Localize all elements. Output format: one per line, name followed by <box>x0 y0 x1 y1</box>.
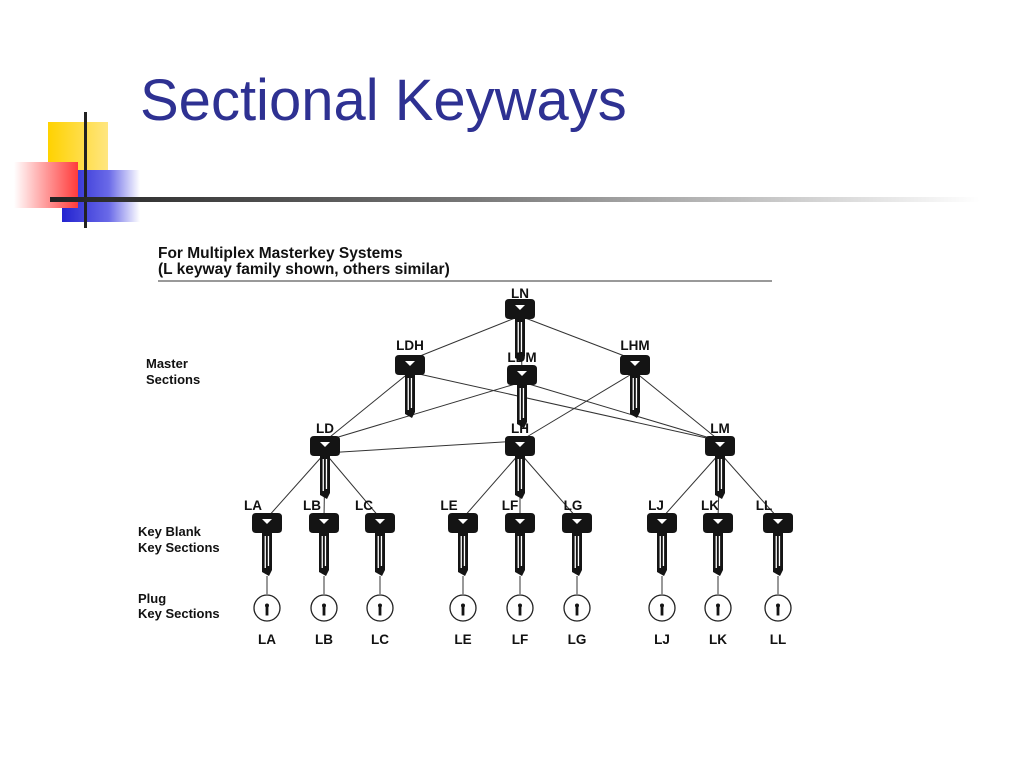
keyway-hierarchy-diagram: For Multiplex Masterkey Systems (L keywa… <box>138 245 793 647</box>
edge-ldh-lm <box>409 371 721 442</box>
edge-ld-la <box>266 452 326 519</box>
key-ld: LD <box>310 421 340 499</box>
key-lg: LG <box>562 498 592 576</box>
key-icon <box>562 513 592 576</box>
key-icon <box>448 513 478 576</box>
key-icon <box>763 513 793 576</box>
key-ln: LN <box>505 286 535 362</box>
key-label-lk: LK <box>701 498 719 513</box>
edge-lh-le <box>462 452 521 519</box>
key-label-lh: LH <box>511 421 529 436</box>
row-label-blank-2: Key Sections <box>138 540 220 555</box>
plug-lc-icon <box>366 594 394 622</box>
edge-ld-lh <box>324 440 521 454</box>
plug-la-icon <box>253 594 281 622</box>
key-nodes: LN LDH LDM LHM LD LH LM LA LB LC LE LF LG LJ LK LL <box>244 286 793 576</box>
plug-label-lg: LG <box>568 632 587 647</box>
key-label-lf: LF <box>502 498 519 513</box>
edge-ld-lc <box>324 452 381 519</box>
key-icon <box>252 513 282 576</box>
key-icon <box>647 513 677 576</box>
plug-lg-icon <box>563 594 591 622</box>
row-label-plug-2: Key Sections <box>138 606 220 621</box>
plug-label-ll: LL <box>770 632 787 647</box>
slide-title: Sectional Keyways <box>140 68 627 133</box>
plug-label-lj: LJ <box>654 632 670 647</box>
key-lhm: LHM <box>620 338 650 418</box>
plug-lf-icon <box>506 594 534 622</box>
key-lk: LK <box>701 498 733 576</box>
diagram-heading-line1: For Multiplex Masterkey Systems <box>158 245 403 262</box>
key-label-ln: LN <box>511 286 529 301</box>
key-lc: LC <box>355 498 395 576</box>
key-icon <box>395 355 425 418</box>
key-le: LE <box>440 498 478 576</box>
edge-lhm-lh <box>519 371 636 442</box>
key-icon <box>507 365 537 428</box>
edge-lm-ll <box>719 452 779 519</box>
plug-lj-icon <box>648 594 676 622</box>
plug-label-lb: LB <box>315 632 333 647</box>
plug-label-lk: LK <box>709 632 727 647</box>
plug-ll-icon <box>764 594 792 622</box>
plug-le-icon <box>449 594 477 622</box>
key-icon <box>620 355 650 418</box>
key-la: LA <box>244 498 282 576</box>
edge-ldh-ld <box>324 371 411 442</box>
edge-lhm-lm <box>634 371 721 442</box>
title-decoration <box>14 112 980 228</box>
key-label-la: LA <box>244 498 262 513</box>
plug-label-lf: LF <box>512 632 529 647</box>
plug-label-le: LE <box>454 632 471 647</box>
key-icon <box>705 436 735 499</box>
plug-nodes: LA LB LC LE LF LG LJ LK LL <box>253 576 792 647</box>
key-icon <box>505 436 535 499</box>
key-label-lhm: LHM <box>620 338 649 353</box>
edge-ln-lhm <box>519 315 636 361</box>
plug-label-la: LA <box>258 632 276 647</box>
key-icon <box>310 436 340 499</box>
key-label-ll: LL <box>756 498 773 513</box>
plug-lk-icon <box>704 594 732 622</box>
edge-ldm-ld <box>324 381 523 442</box>
row-label-master-1: Master <box>146 356 188 371</box>
key-label-lm: LM <box>710 421 730 436</box>
key-lb: LB <box>303 498 339 576</box>
row-label-master-2: Sections <box>146 372 200 387</box>
key-label-ldm: LDM <box>507 350 536 365</box>
key-label-lc: LC <box>355 498 373 513</box>
key-label-le: LE <box>440 498 457 513</box>
key-lh: LH <box>505 421 535 499</box>
horizontal-rule <box>50 197 980 202</box>
row-label-blank-1: Key Blank <box>138 524 202 539</box>
edge-lm-lj <box>661 452 721 519</box>
key-label-lj: LJ <box>648 498 664 513</box>
edge-lh-lg <box>519 452 578 519</box>
key-label-lb: LB <box>303 498 321 513</box>
key-icon <box>703 513 733 576</box>
key-label-ld: LD <box>316 421 334 436</box>
vertical-rule <box>84 112 87 228</box>
key-ldh: LDH <box>395 338 425 418</box>
key-ldm: LDM <box>507 350 537 428</box>
key-label-lg: LG <box>564 498 583 513</box>
key-label-ldh: LDH <box>396 338 424 353</box>
edge-ldm-lm <box>521 381 721 442</box>
key-ll: LL <box>756 498 793 576</box>
key-lj: LJ <box>647 498 677 576</box>
plug-lb-icon <box>310 594 338 622</box>
row-label-plug-1: Plug <box>138 591 166 606</box>
key-icon <box>309 513 339 576</box>
key-lm: LM <box>705 421 735 499</box>
edge-ln-ldh <box>409 315 521 361</box>
key-icon <box>505 513 535 576</box>
key-lf: LF <box>502 498 535 576</box>
key-icon <box>365 513 395 576</box>
diagram-heading-line2: (L keyway family shown, others similar) <box>158 261 450 278</box>
plug-label-lc: LC <box>371 632 389 647</box>
